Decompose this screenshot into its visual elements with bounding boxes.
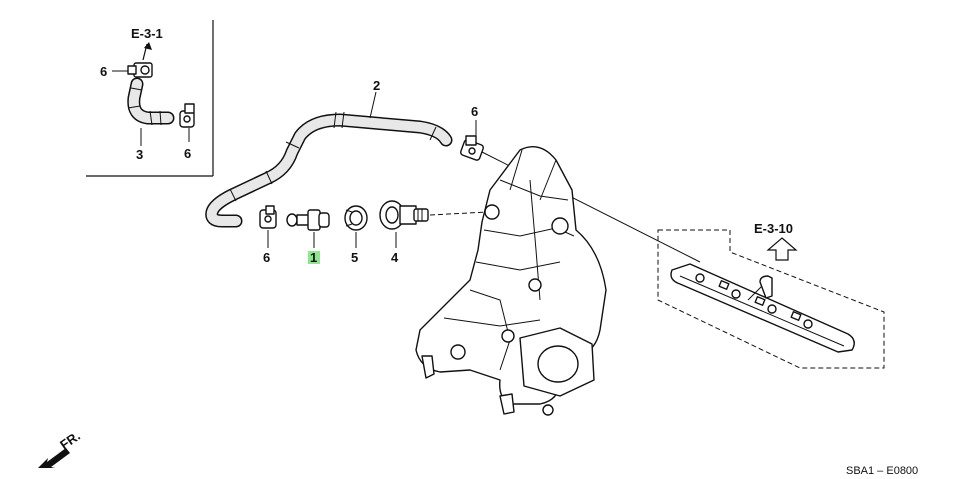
callout-3[interactable]: 3: [136, 147, 143, 162]
up-arrow-outline-icon: [766, 237, 798, 261]
fitting-part-4: [379, 200, 429, 230]
assembly-leader: [429, 211, 489, 216]
reference-e31[interactable]: E-3-1: [131, 26, 163, 41]
reference-e310[interactable]: E-3-10: [754, 221, 793, 236]
front-direction-arrow-icon: [38, 448, 70, 468]
drawing-code: SBA1 – E0800: [846, 465, 918, 477]
callout-6-hose-clip[interactable]: 6: [471, 104, 478, 119]
engine-bracket: [415, 146, 607, 416]
e310-dashed-box: [657, 229, 885, 369]
callout-4[interactable]: 4: [391, 250, 399, 265]
callout-6-bottom[interactable]: 6: [263, 250, 270, 265]
callout-2[interactable]: 2: [373, 78, 380, 93]
pcv-valve-part-1: [286, 209, 330, 231]
hose-clip-inset-top: [127, 62, 153, 78]
hose-clip-right: [460, 135, 484, 161]
callout-5[interactable]: 5: [351, 250, 358, 265]
callout-6-inset-top[interactable]: 6: [100, 64, 107, 79]
grommet-part-5: [344, 205, 368, 231]
hose-part-2: [205, 111, 453, 228]
hose-clip-bottom: [259, 205, 277, 229]
fuel-rail-assembly: [670, 263, 855, 353]
hose-part-3: [127, 77, 175, 126]
callout-1-highlight: [308, 251, 320, 264]
direction-label: FR.: [57, 428, 83, 452]
callout-6-inset-right[interactable]: 6: [184, 146, 191, 161]
hose-clip-inset-right: [179, 103, 195, 128]
inset-frame: [86, 20, 214, 177]
up-arrow-icon: [142, 42, 152, 61]
callout-1[interactable]: 1: [310, 250, 317, 265]
